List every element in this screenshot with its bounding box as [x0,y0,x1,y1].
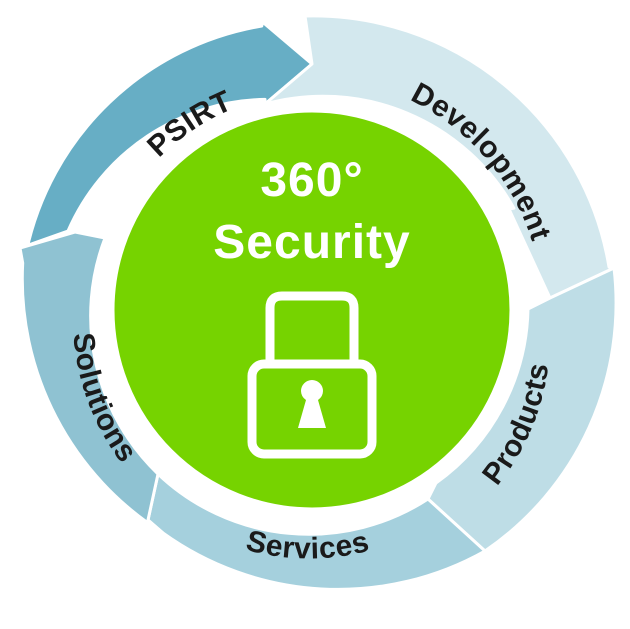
segment-shape [18,230,165,535]
center-title-line1: 360° [260,154,363,207]
segment-shape [263,14,616,300]
lock-body [247,359,377,459]
lock-keyhole [298,380,326,428]
segment-shape [18,20,314,253]
center-circle [109,107,515,513]
lock-shackle [265,291,359,362]
lock-icon [247,291,377,459]
center-title-line2: Security [213,216,410,269]
segment-label-services: Services [243,524,372,565]
segment-label-text: Services [243,524,372,565]
